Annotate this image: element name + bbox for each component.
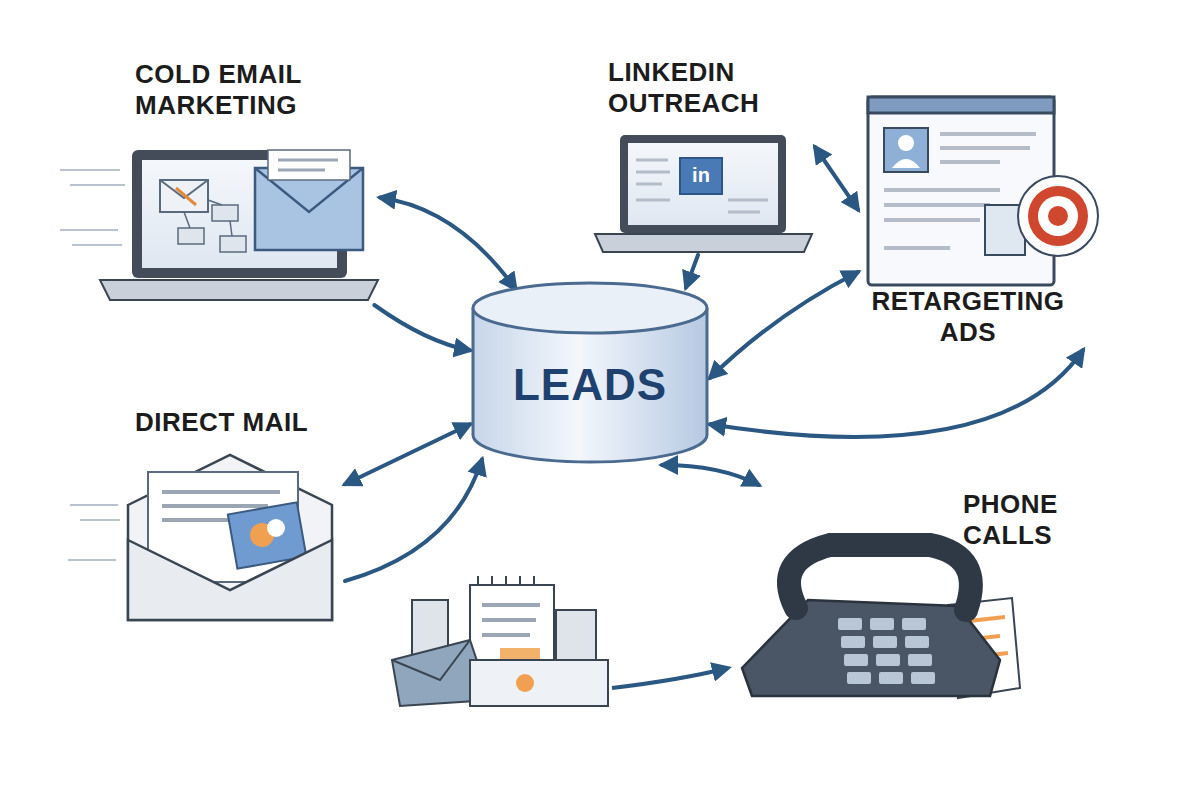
channel-heading: COLD EMAIL MARKETING (135, 59, 335, 121)
connector-arrow (345, 424, 470, 484)
browser-illustration-part (892, 159, 920, 168)
keypad-key (879, 672, 903, 684)
envelope-illustration-part (68, 505, 120, 560)
connector-arrow (686, 255, 698, 287)
channel-heading: PHONE CALLS (963, 489, 1078, 551)
laptop-illustration (595, 135, 812, 252)
laptop-illustration-part (100, 280, 378, 300)
keypad-key (902, 618, 926, 630)
laptop-illustration-part (160, 180, 208, 212)
documents-illustration-part (516, 674, 534, 692)
browser-illustration-part (1018, 176, 1098, 256)
cylinder-top (473, 283, 707, 333)
logo-text: in (680, 164, 722, 186)
channel-node: RETARGETING ADS (858, 90, 1100, 350)
envelope-illustration (68, 455, 332, 620)
laptop-illustration-part (278, 160, 338, 170)
channel-heading: RETARGETING ADS (858, 286, 1078, 348)
keypad-key (870, 618, 894, 630)
channel-node: LINKEDIN OUTREACH (590, 55, 815, 255)
telephone-illustration-part (838, 618, 935, 684)
connector-arrow (815, 147, 858, 210)
documents-illustration-part (392, 640, 470, 680)
keypad-key (838, 618, 862, 630)
laptop-illustration-part (184, 200, 232, 236)
connector-arrow (662, 465, 759, 485)
keypad-key (876, 654, 900, 666)
keypad-key (847, 672, 871, 684)
channel-heading: DIRECT MAIL (135, 407, 375, 438)
browser-illustration-part (898, 135, 914, 151)
laptop-illustration-part (212, 205, 238, 221)
documents-illustration-part (612, 668, 728, 688)
browser-illustration-part (1038, 196, 1078, 236)
laptop-illustration-part (680, 158, 722, 194)
envelope-illustration-part (128, 540, 332, 620)
laptop-illustration-part (595, 234, 812, 252)
connector-arrow (710, 272, 858, 378)
keypad-key (873, 636, 897, 648)
telephone-illustration-part (789, 545, 971, 610)
telephone-illustration (742, 545, 1020, 698)
channel-heading: LINKEDIN OUTREACH (608, 57, 798, 119)
browser-illustration-part (868, 97, 1054, 113)
envelope-illustration-part (128, 455, 332, 620)
keypad-key (841, 636, 865, 648)
documents-illustration-part (482, 605, 540, 635)
laptop-illustration-part (268, 150, 350, 180)
keypad-key (911, 672, 935, 684)
laptop-illustration-part (60, 170, 125, 245)
leads-cylinder: LEADS (470, 280, 710, 465)
connector-arrow (345, 459, 482, 581)
documents-illustration (392, 576, 728, 706)
laptop-illustration-part (176, 188, 196, 205)
laptop-illustration-part (178, 228, 204, 244)
browser-illustration (868, 97, 1098, 285)
laptop-illustration-part (220, 236, 246, 252)
browser-illustration-part (1048, 206, 1068, 226)
browser-illustration-part (884, 128, 928, 172)
connector-arrow (380, 198, 516, 290)
connector-arrow (374, 305, 470, 350)
documents-illustration-part (478, 576, 534, 585)
channel-node: PHONE CALLS (735, 485, 1075, 710)
laptop-illustration (60, 150, 378, 300)
keypad-key (905, 636, 929, 648)
laptop-illustration-part (620, 135, 786, 233)
channel-node: DIRECT MAIL (120, 405, 345, 625)
hub-label: LEADS (470, 360, 710, 410)
keypad-key (844, 654, 868, 666)
browser-illustration-part (1028, 186, 1088, 246)
laptop-illustration-part (628, 143, 778, 225)
connector-arrow (710, 350, 1083, 437)
channel-node: COLD EMAIL MARKETING (95, 55, 380, 305)
envelope-illustration-part (267, 519, 285, 537)
documents-illustration-part (470, 660, 608, 706)
keypad-key (908, 654, 932, 666)
